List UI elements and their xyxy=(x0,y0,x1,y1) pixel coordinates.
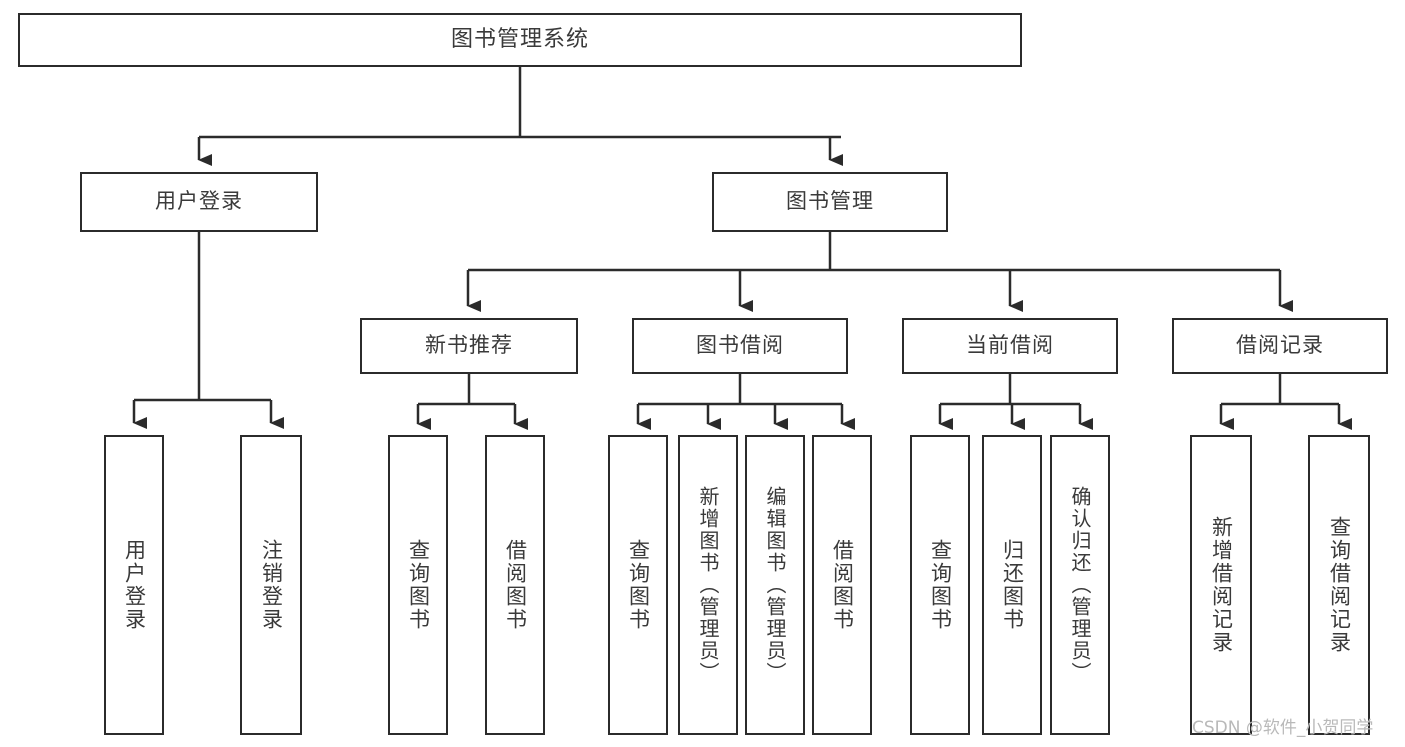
leaf-logout[interactable]: 注销登录 xyxy=(240,435,302,735)
node-book-borrow[interactable]: 图书借阅 xyxy=(632,318,848,374)
node-new-book-recommend[interactable]: 新书推荐 xyxy=(360,318,578,374)
node-label: 当前借阅 xyxy=(966,333,1054,358)
node-book-management[interactable]: 图书管理 xyxy=(712,172,948,232)
node-label: 用户登录 xyxy=(155,189,243,214)
node-user-login[interactable]: 用户登录 xyxy=(80,172,318,232)
node-label: 确认归还（管理员） xyxy=(1068,486,1092,684)
leaf-confirm-return-admin[interactable]: 确认归还（管理员） xyxy=(1050,435,1110,735)
node-label: 新书推荐 xyxy=(425,333,513,358)
node-label: 查询图书 xyxy=(928,539,953,631)
leaf-user-login[interactable]: 用户登录 xyxy=(104,435,164,735)
leaf-query-book-recommend[interactable]: 查询图书 xyxy=(388,435,448,735)
node-label: 借阅图书 xyxy=(503,539,528,631)
node-current-borrow[interactable]: 当前借阅 xyxy=(902,318,1118,374)
node-label: 新增借阅记录 xyxy=(1209,516,1234,654)
node-label: 归还图书 xyxy=(1000,539,1025,631)
node-label: 图书管理系统 xyxy=(450,26,589,52)
leaf-query-borrow-record[interactable]: 查询借阅记录 xyxy=(1308,435,1370,735)
node-root[interactable]: 图书管理系统 xyxy=(18,13,1022,67)
node-label: 借阅记录 xyxy=(1236,333,1324,358)
leaf-borrow-book[interactable]: 借阅图书 xyxy=(812,435,872,735)
leaf-edit-book-admin[interactable]: 编辑图书（管理员） xyxy=(745,435,805,735)
csdn-watermark: CSDN @软件_小贺同学 xyxy=(1192,718,1374,738)
node-label: 用户登录 xyxy=(122,539,147,631)
node-borrow-record[interactable]: 借阅记录 xyxy=(1172,318,1388,374)
node-label: 查询图书 xyxy=(626,539,651,631)
node-label: 图书借阅 xyxy=(696,333,784,358)
leaf-query-book-current[interactable]: 查询图书 xyxy=(910,435,970,735)
leaf-add-book-admin[interactable]: 新增图书（管理员） xyxy=(678,435,738,735)
leaf-return-book[interactable]: 归还图书 xyxy=(982,435,1042,735)
node-label: 借阅图书 xyxy=(830,539,855,631)
node-label: 新增图书（管理员） xyxy=(696,486,720,684)
node-label: 注销登录 xyxy=(259,539,284,631)
node-label: 编辑图书（管理员） xyxy=(763,486,787,684)
leaf-borrow-book-recommend[interactable]: 借阅图书 xyxy=(485,435,545,735)
node-label: 查询借阅记录 xyxy=(1327,516,1352,654)
leaf-query-book-borrow[interactable]: 查询图书 xyxy=(608,435,668,735)
leaf-add-borrow-record[interactable]: 新增借阅记录 xyxy=(1190,435,1252,735)
node-label: 查询图书 xyxy=(406,539,431,631)
node-label: 图书管理 xyxy=(786,189,874,214)
